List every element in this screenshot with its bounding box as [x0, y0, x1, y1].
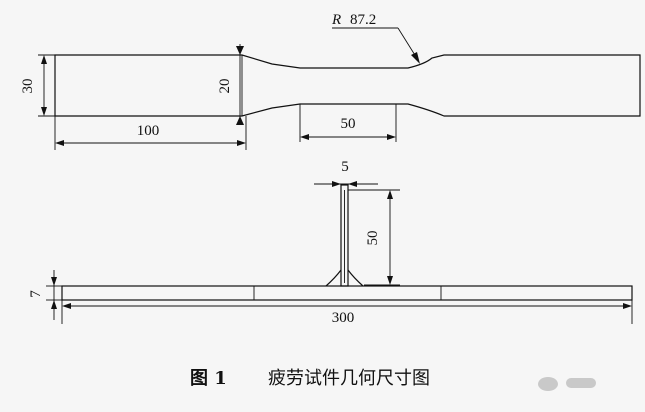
watermark — [538, 377, 596, 391]
dim-gauge-width: 20 — [217, 44, 244, 125]
dim-total-length: 300 — [61, 300, 633, 326]
dim-gauge-length: 50 — [299, 104, 397, 142]
watermark-logo — [538, 377, 558, 391]
figure-title: 疲劳试件几何尺寸图 — [268, 368, 430, 389]
arrowhead — [51, 300, 57, 309]
arrowhead — [237, 140, 246, 146]
weld-fillet-left — [325, 269, 342, 287]
radius-prefix: R — [331, 12, 341, 28]
arrowhead — [300, 134, 309, 140]
dim-plate-thickness: 7 — [28, 270, 62, 320]
arrowhead — [623, 303, 632, 309]
dim-label: 7 — [28, 290, 44, 298]
figure-caption: 图 1 疲劳试件几何尺寸图 — [190, 368, 430, 389]
dim-label: 5 — [341, 159, 349, 175]
dim-label: 100 — [137, 123, 160, 139]
dim-grip-width: 30 — [20, 54, 55, 117]
arrowhead — [236, 46, 244, 55]
base-plate — [61, 285, 633, 301]
dim-label: 30 — [20, 79, 36, 94]
arrowhead — [41, 55, 47, 64]
radius-callout: R 87.2 — [331, 12, 420, 64]
arrowhead — [55, 140, 64, 146]
rib-plate — [340, 184, 349, 287]
dim-rib-thickness: 5 — [314, 159, 378, 187]
arrowhead — [41, 107, 47, 116]
arrowhead — [332, 181, 341, 187]
dim-label: 300 — [332, 310, 355, 326]
arrowhead — [62, 303, 71, 309]
radius-arrowhead — [411, 52, 420, 64]
dim-label: 20 — [217, 79, 233, 94]
radius-value: 87.2 — [350, 12, 376, 28]
arrowhead — [387, 190, 393, 199]
arrowhead — [51, 277, 57, 286]
dim-grip-length: 100 — [54, 116, 247, 150]
dim-label: 50 — [341, 116, 356, 132]
arrowhead — [387, 134, 396, 140]
figure-label: 图 1 — [190, 368, 227, 389]
dim-label: 50 — [365, 231, 381, 246]
dim-rib-height: 50 — [348, 189, 400, 286]
weld-fillet-right — [347, 269, 364, 287]
specimen-top-view — [54, 54, 641, 117]
specimen-front-view — [61, 184, 633, 301]
arrowhead — [236, 116, 244, 125]
arrowhead — [387, 276, 393, 285]
watermark-mark — [566, 378, 596, 388]
specimen-outline — [54, 54, 641, 117]
arrowhead — [348, 181, 357, 187]
